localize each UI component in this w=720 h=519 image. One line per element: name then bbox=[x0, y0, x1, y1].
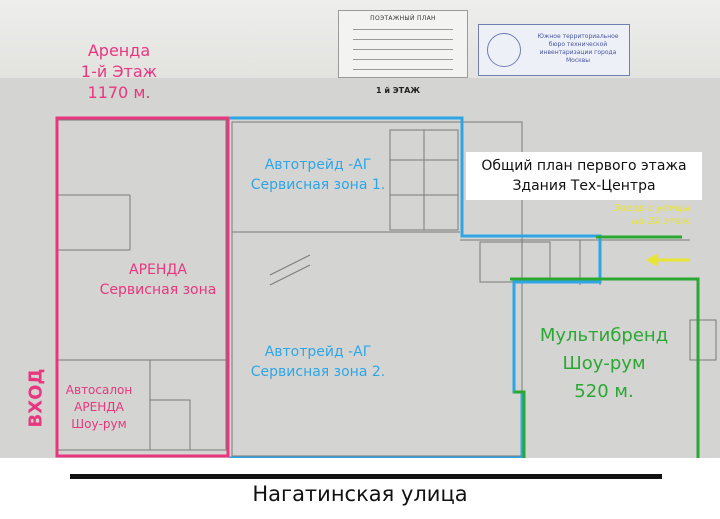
organization-stamp: Южное территориальное бюро технической и… bbox=[478, 24, 630, 76]
form-line bbox=[353, 59, 453, 60]
rent-heading-line: Аренда bbox=[87, 41, 151, 60]
blue-zone-outline bbox=[229, 116, 602, 460]
zone-label-line: Шоу-рум bbox=[562, 353, 646, 374]
zone-label-line: Автотрейд -АГ bbox=[264, 157, 372, 173]
plan-title-line: Здания Тех-Центра bbox=[512, 178, 656, 194]
form-line bbox=[353, 29, 453, 30]
zone-label-line: Мультибренд bbox=[539, 325, 669, 346]
zone-label-line: Автосалон bbox=[65, 383, 133, 397]
zone-label-line: 520 м. bbox=[574, 381, 634, 402]
blue-service-zone-1-label: Автотрейд -АГ Сервисная зона 1. bbox=[244, 155, 392, 195]
pink-service-zone-label: АРЕНДА Сервисная зона bbox=[78, 260, 238, 300]
entrance-text: ВХОД bbox=[25, 368, 47, 428]
entrance-label: ВХОД bbox=[22, 366, 50, 430]
emblem-icon bbox=[487, 33, 521, 67]
pink-zone-outline bbox=[55, 116, 230, 458]
pink-showroom-label: Автосалон АРЕНДА Шоу-рум bbox=[56, 382, 142, 433]
floor-label: 1 й ЭТАЖ bbox=[376, 86, 421, 95]
form-line bbox=[353, 69, 453, 70]
zone-label-line: Сервисная зона 1. bbox=[250, 177, 386, 193]
left-arrow-icon bbox=[646, 253, 690, 267]
zone-label-line: Сервисная зона bbox=[99, 282, 217, 298]
form-line bbox=[353, 39, 453, 40]
street-area bbox=[0, 458, 720, 519]
plan-title-box: Общий план первого этажа Здания Тех-Цент… bbox=[466, 152, 702, 200]
street-name: Нагатинская улица bbox=[252, 482, 468, 506]
plan-title-line: Общий план первого этажа bbox=[481, 158, 687, 174]
rent-heading-line: 1170 м. bbox=[87, 83, 151, 102]
zone-label-line: АРЕНДА bbox=[129, 262, 187, 278]
zone-label-line: Сервисная зона 2. bbox=[250, 364, 386, 380]
ramp-note: Заезд с улицы на 2й этаж bbox=[592, 202, 690, 228]
stamp-title: ПОЭТАЖНЫЙ ПЛАН bbox=[370, 15, 436, 22]
rent-heading: Аренда 1-й Этаж 1170 м. bbox=[60, 40, 178, 103]
green-showroom-label: Мультибренд Шоу-рум 520 м. bbox=[524, 322, 684, 406]
rent-heading-line: 1-й Этаж bbox=[80, 62, 158, 81]
title-stamp: ПОЭТАЖНЫЙ ПЛАН bbox=[338, 10, 468, 78]
organization-stamp-text: Южное территориальное бюро технической и… bbox=[537, 33, 619, 64]
zone-label-line: Автотрейд -АГ bbox=[264, 344, 372, 360]
ramp-note-line: на 2й этаж bbox=[631, 216, 690, 227]
blue-service-zone-2-label: Автотрейд -АГ Сервисная зона 2. bbox=[244, 342, 392, 382]
street-line bbox=[70, 474, 662, 479]
ramp-note-line: Заезд с улицы bbox=[613, 203, 690, 214]
zone-label-line: АРЕНДА bbox=[74, 400, 124, 414]
zone-label-line: Шоу-рум bbox=[71, 417, 127, 431]
form-line bbox=[353, 49, 453, 50]
